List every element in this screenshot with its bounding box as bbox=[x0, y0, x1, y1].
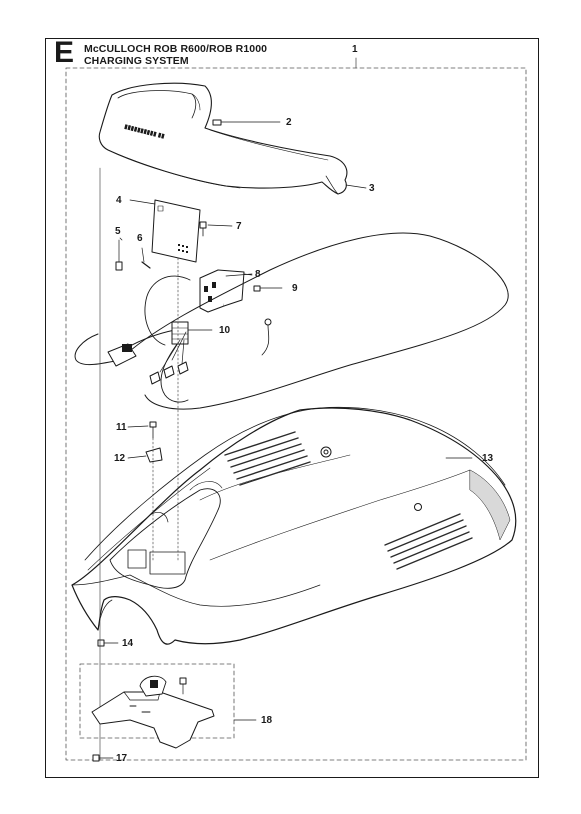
callout-label: 4 bbox=[116, 195, 122, 206]
leader-lines bbox=[119, 184, 367, 277]
callout-label: 5 bbox=[115, 226, 121, 237]
section-subtitle: CHARGING SYSTEM bbox=[84, 55, 189, 67]
top-cover-part: ▮▮▮▮▮▮▮▮▮▮ ▮▮ bbox=[98, 82, 348, 195]
pin-part bbox=[141, 247, 151, 269]
callout-label: 9 bbox=[292, 283, 298, 294]
screw-part bbox=[253, 285, 283, 292]
model-title: McCULLOCH ROB R600/ROB R1000 bbox=[84, 43, 268, 55]
callout-label: 8 bbox=[255, 269, 261, 280]
main-body-part bbox=[71, 406, 517, 645]
connector-bracket-part bbox=[199, 269, 253, 313]
callout-label: 14 bbox=[122, 638, 134, 649]
section-letter: E bbox=[54, 36, 75, 69]
drawing-frame bbox=[45, 38, 539, 778]
vent-grille bbox=[384, 513, 473, 570]
callout-label: 12 bbox=[114, 453, 126, 464]
screw-part bbox=[92, 754, 114, 762]
callout-label: 2 bbox=[286, 117, 292, 128]
alignment-lines bbox=[99, 167, 179, 761]
screw-part bbox=[212, 119, 281, 126]
clip-part bbox=[127, 447, 163, 463]
callout-label: 1 bbox=[352, 44, 358, 55]
callout-label: 10 bbox=[219, 325, 231, 336]
callout-label: 6 bbox=[137, 233, 143, 244]
assembly-boundary bbox=[65, 57, 527, 761]
page-title: McCULLOCH ROB R600/ROB R1000 CHARGING SY… bbox=[84, 43, 267, 67]
cable-harness-part bbox=[107, 275, 272, 403]
boundary-wire-loop bbox=[74, 232, 509, 410]
screw-part bbox=[127, 421, 157, 439]
callout-label: 18 bbox=[261, 715, 273, 726]
charging-bracket-subassembly bbox=[79, 663, 257, 749]
screw-part bbox=[199, 221, 233, 237]
callout-label: 17 bbox=[116, 753, 128, 764]
circuit-board-part bbox=[129, 199, 201, 263]
callout-label: 3 bbox=[369, 183, 375, 194]
callout-label: 11 bbox=[116, 422, 127, 433]
callout-label: 13 bbox=[482, 453, 494, 464]
callout-label: 7 bbox=[236, 221, 242, 232]
vent-grille bbox=[224, 431, 311, 486]
screw-part bbox=[97, 639, 119, 647]
clip-part bbox=[115, 239, 123, 271]
